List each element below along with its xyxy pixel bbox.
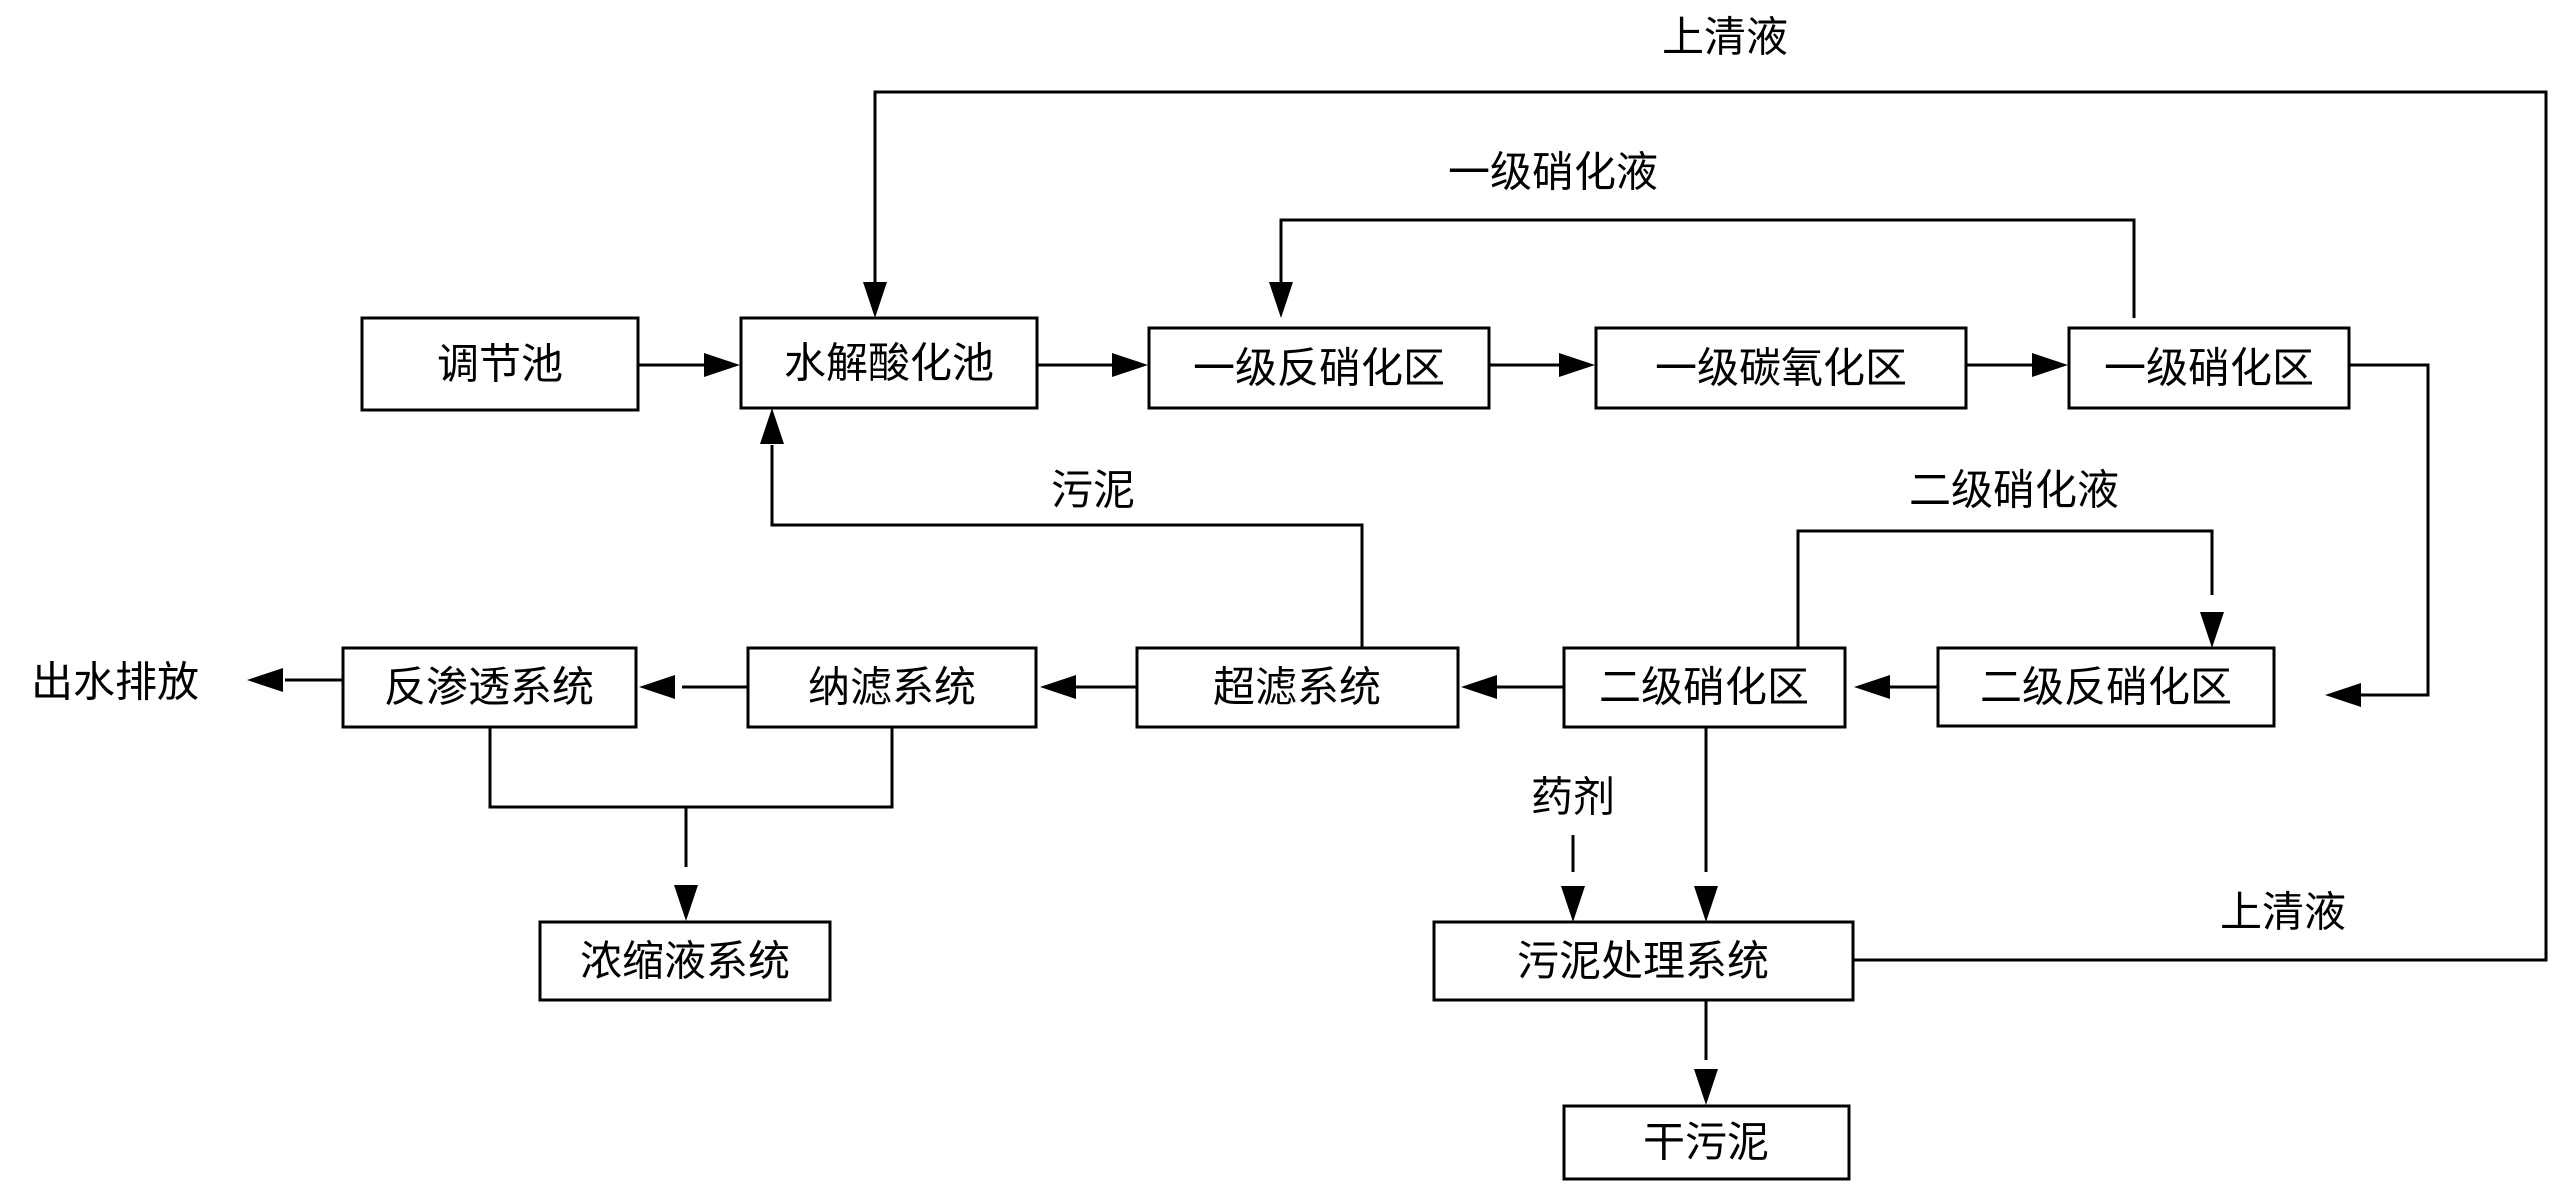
label-shangqingye-right: 上清液	[2220, 888, 2346, 937]
arrowhead	[2325, 683, 2361, 707]
label-yiji-xiaohuaye: 一级硝化液	[1448, 148, 1658, 197]
arrowhead	[1269, 282, 1293, 318]
box-nongsuo-label: 浓缩液系统	[580, 937, 790, 986]
box-yiji-xiaohua-label: 一级硝化区	[2104, 344, 2314, 393]
arrowhead	[639, 675, 675, 699]
arrowhead	[2200, 612, 2224, 648]
arrowhead	[1112, 353, 1148, 377]
box-fanshentou-label: 反渗透系统	[384, 663, 594, 712]
flow-yiji-xiaohua-to-erji-fanxiao	[2348, 363, 2430, 697]
arrowheads	[247, 282, 2361, 1105]
return-shangqingye	[873, 90, 2548, 962]
box-nalv: 纳滤系统	[746, 646, 1038, 729]
box-erji-fanxiao-label: 二级反硝化区	[1980, 663, 2232, 712]
return-wuni	[770, 445, 1364, 648]
box-ganwuni-label: 干污泥	[1643, 1118, 1769, 1167]
arrowhead	[1461, 675, 1497, 699]
box-wunichuli-label: 污泥处理系统	[1517, 937, 1769, 986]
box-yiji-tanyang-label: 一级碳氧化区	[1655, 344, 1907, 393]
arrowhead	[863, 282, 887, 318]
box-fanshentou: 反渗透系统	[341, 646, 638, 729]
arrowhead	[1561, 886, 1585, 922]
arrowhead	[1854, 675, 1890, 699]
box-wunichuli: 污泥处理系统	[1432, 920, 1855, 1002]
label-shangqingye-top: 上清液	[1662, 13, 1788, 62]
label-wuni: 污泥	[1051, 466, 1135, 515]
box-yiji-xiaohua: 一级硝化区	[2067, 326, 2351, 410]
arrowhead	[1694, 886, 1718, 922]
box-shuijie: 水解酸化池	[739, 316, 1039, 410]
box-chaolv: 超滤系统	[1135, 646, 1460, 729]
box-erji-xiaohua-label: 二级硝化区	[1599, 663, 1809, 712]
box-nalv-label: 纳滤系统	[808, 663, 976, 712]
arrowhead	[2032, 353, 2068, 377]
box-yiji-tanyang: 一级碳氧化区	[1594, 326, 1968, 410]
box-yiji-fanxiao: 一级反硝化区	[1147, 326, 1491, 410]
label-erji-xiaohuaye: 二级硝化液	[1909, 466, 2119, 515]
arrowhead	[760, 408, 784, 444]
box-tiaojiechi-label: 调节池	[437, 340, 563, 389]
connectors	[285, 90, 2548, 1060]
arrowhead	[674, 885, 698, 921]
arrowhead	[1694, 1069, 1718, 1105]
concentrate-collect	[488, 728, 894, 809]
box-erji-xiaohua: 二级硝化区	[1562, 646, 1847, 729]
arrowhead	[1559, 353, 1595, 377]
recycle-erji-xiaohuaye	[1796, 529, 2214, 648]
box-chaolv-label: 超滤系统	[1213, 663, 1381, 712]
box-ganwuni: 干污泥	[1562, 1104, 1851, 1181]
box-erji-fanxiao: 二级反硝化区	[1936, 646, 2276, 728]
box-shuijie-label: 水解酸化池	[784, 339, 994, 388]
arrowhead	[704, 353, 740, 377]
box-nongsuo: 浓缩液系统	[538, 920, 832, 1002]
label-chushui: 出水排放	[31, 658, 199, 707]
arrowhead	[247, 668, 283, 692]
box-yiji-fanxiao-label: 一级反硝化区	[1193, 344, 1445, 393]
recycle-yiji-xiaohuaye	[1279, 218, 2136, 318]
label-yaoji: 药剂	[1531, 773, 1615, 822]
arrowhead	[1040, 675, 1076, 699]
box-tiaojiechi: 调节池	[360, 316, 640, 412]
